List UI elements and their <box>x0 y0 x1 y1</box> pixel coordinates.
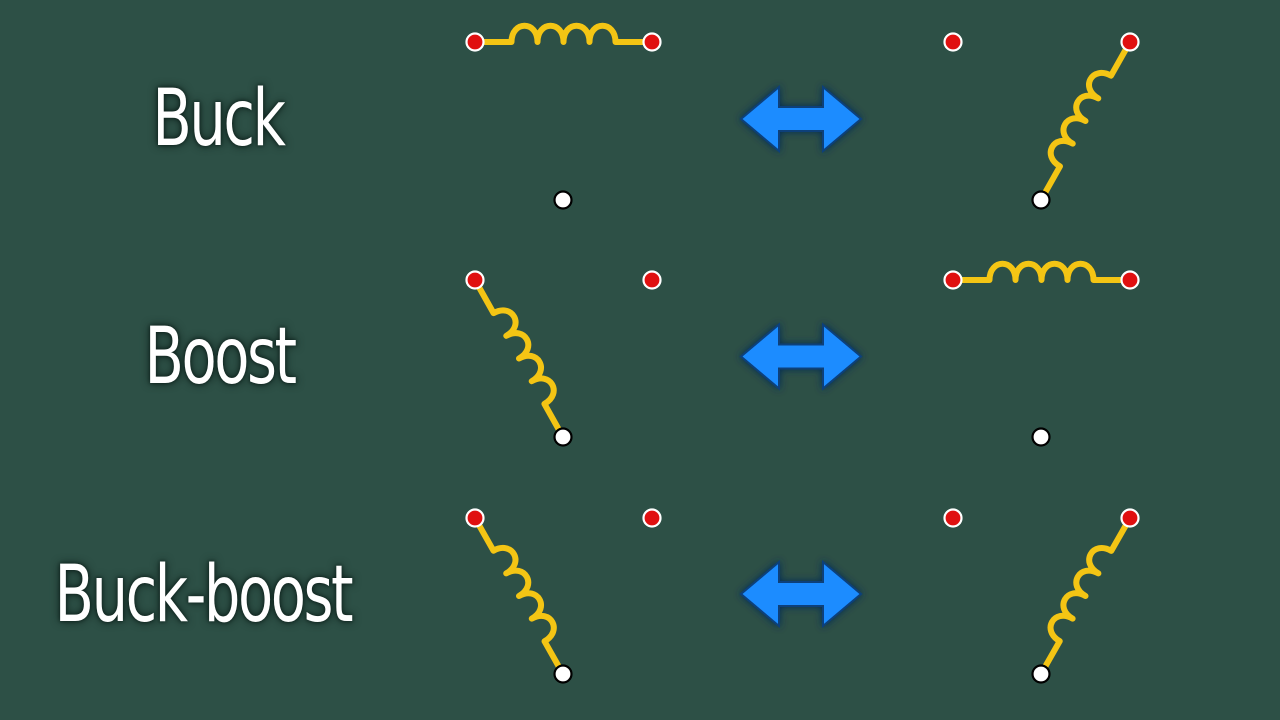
buck-boost-left-output-terminal <box>642 508 662 528</box>
buck-boost-left-input-terminal <box>465 508 485 528</box>
buck-left-ground-node <box>553 190 573 210</box>
buck-boost-double-headed-arrow-icon <box>739 559 863 629</box>
boost-left-output-terminal <box>642 270 662 290</box>
boost-right-output-terminal <box>1120 270 1140 290</box>
buck-boost-right-output-terminal <box>1120 508 1140 528</box>
buck-right-input-terminal <box>943 32 963 52</box>
row-label-buck: Buck <box>152 74 286 164</box>
boost-left-input-terminal <box>465 270 485 290</box>
boost-right-inductor <box>950 260 1133 283</box>
buck-left-inductor <box>472 22 655 45</box>
boost-left-ground-node <box>553 427 573 447</box>
buck-boost-right-ground-node <box>1031 664 1051 684</box>
row-label-buck-boost: Buck-boost <box>54 550 354 640</box>
boost-left-inductor <box>472 277 566 440</box>
buck-boost-right-input-terminal <box>943 508 963 528</box>
boost-double-headed-arrow-icon <box>739 322 863 391</box>
buck-right-inductor <box>1038 39 1133 203</box>
buck-right-output-terminal <box>1120 32 1140 52</box>
buck-left-input-terminal <box>465 32 485 52</box>
boost-right-ground-node <box>1031 427 1051 447</box>
buck-boost-left-inductor <box>472 515 566 677</box>
buck-boost-right-inductor <box>1038 515 1133 677</box>
row-label-boost: Boost <box>144 312 297 402</box>
buck-boost-left-ground-node <box>553 664 573 684</box>
buck-right-ground-node <box>1031 190 1051 210</box>
buck-left-output-terminal <box>642 32 662 52</box>
buck-double-headed-arrow-icon <box>739 84 863 154</box>
boost-right-input-terminal <box>943 270 963 290</box>
